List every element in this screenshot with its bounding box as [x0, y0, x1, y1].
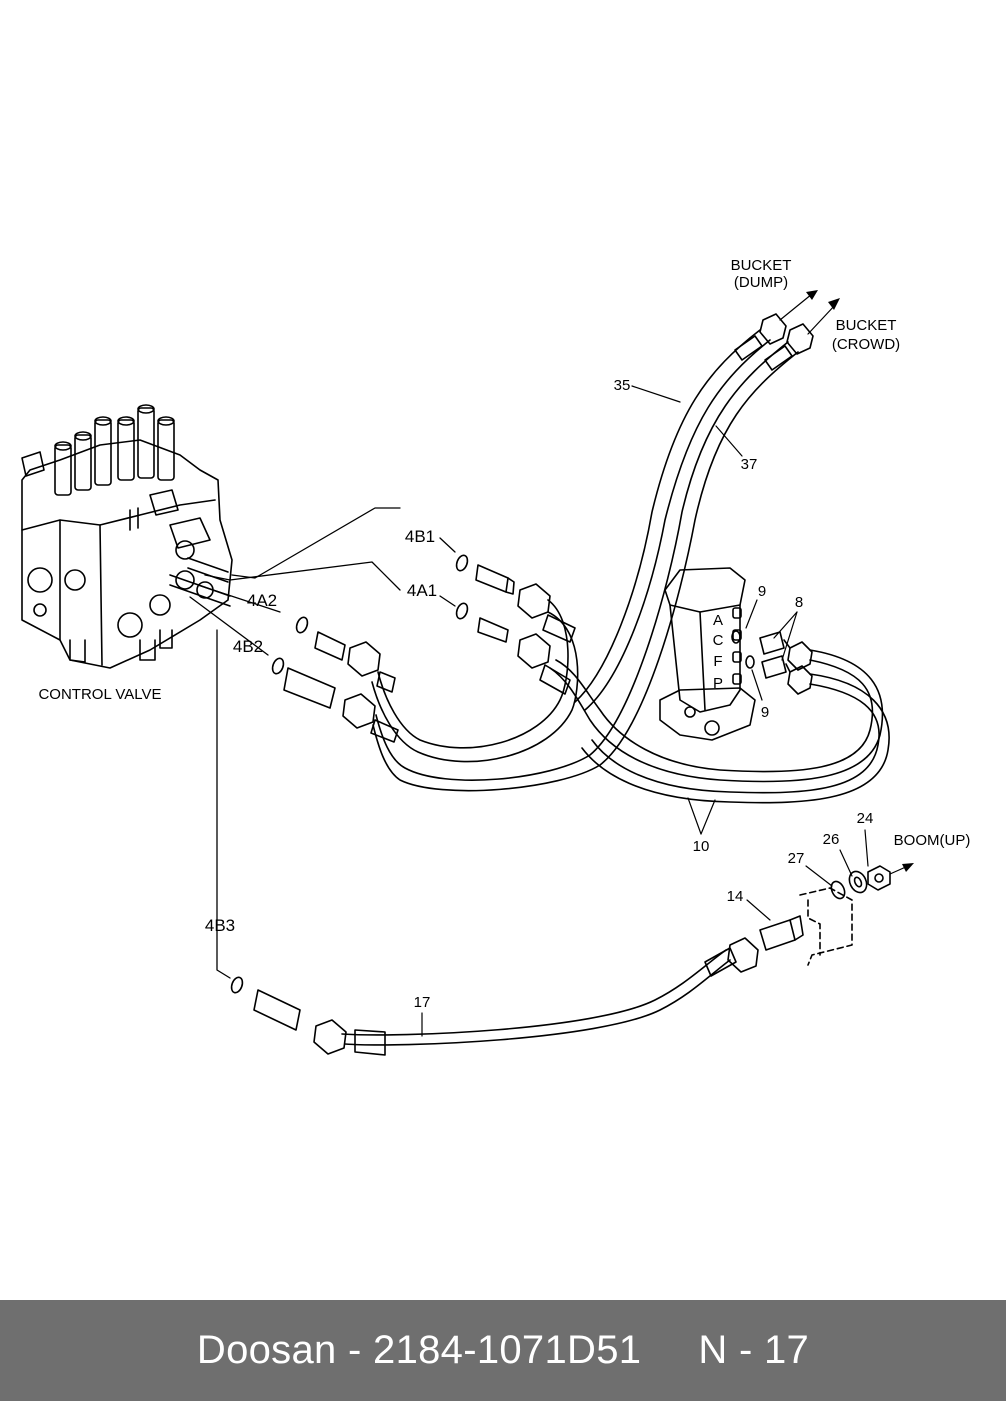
swivel-port-c: C — [713, 632, 724, 649]
hydraulic-parts-diagram: BUCKET (DUMP) BUCKET (CROWD) BOOM(UP) CO… — [21, 257, 971, 1056]
part-number-9-bottom: 9 — [761, 704, 769, 721]
swivel-port-f: F — [713, 653, 722, 670]
port-label-4b3: 4B3 — [205, 916, 235, 935]
control-valve-drawing — [21, 404, 233, 669]
part-number-caption: Doosan - 2184-1071D51 N - 17 — [196, 1328, 810, 1372]
bucket-dump-label-line1: BUCKET — [731, 257, 792, 274]
port-label-4a1: 4A1 — [407, 581, 437, 600]
part-number-14: 14 — [727, 888, 744, 905]
hoses — [341, 329, 890, 1056]
port-leader-lines — [189, 507, 456, 979]
o-rings — [230, 554, 755, 994]
boom-bracket — [799, 865, 891, 966]
bucket-crowd-label-line1: BUCKET — [836, 317, 897, 334]
part-number-35: 35 — [614, 377, 631, 394]
bucket-crowd-label-line2: (CROWD) — [832, 336, 900, 353]
swivel-port-p: P — [713, 675, 723, 692]
part-number-27: 27 — [788, 850, 805, 867]
part-number-17: 17 — [414, 994, 431, 1011]
part-number-8: 8 — [795, 594, 803, 611]
control-valve-label: CONTROL VALVE — [38, 686, 161, 703]
part-number-9-top: 9 — [758, 583, 766, 600]
adapter-fittings — [253, 564, 804, 1031]
boom-up-label: BOOM(UP) — [894, 832, 971, 849]
callout-leaders — [421, 293, 909, 1037]
part-number-24: 24 — [857, 810, 874, 827]
port-label-4b2: 4B2 — [233, 637, 263, 656]
part-number-10: 10 — [693, 838, 710, 855]
port-label-4a2: 4A2 — [247, 591, 277, 610]
bucket-dump-label-line2: (DUMP) — [734, 274, 788, 291]
part-number-37: 37 — [741, 456, 758, 473]
swivel-block — [659, 567, 791, 741]
part-number-26: 26 — [823, 831, 840, 848]
swivel-port-a: A — [713, 612, 723, 629]
footer-bar: Doosan - 2184-1071D51 N - 17 — [0, 1300, 1006, 1401]
port-label-4b1: 4B1 — [405, 527, 435, 546]
